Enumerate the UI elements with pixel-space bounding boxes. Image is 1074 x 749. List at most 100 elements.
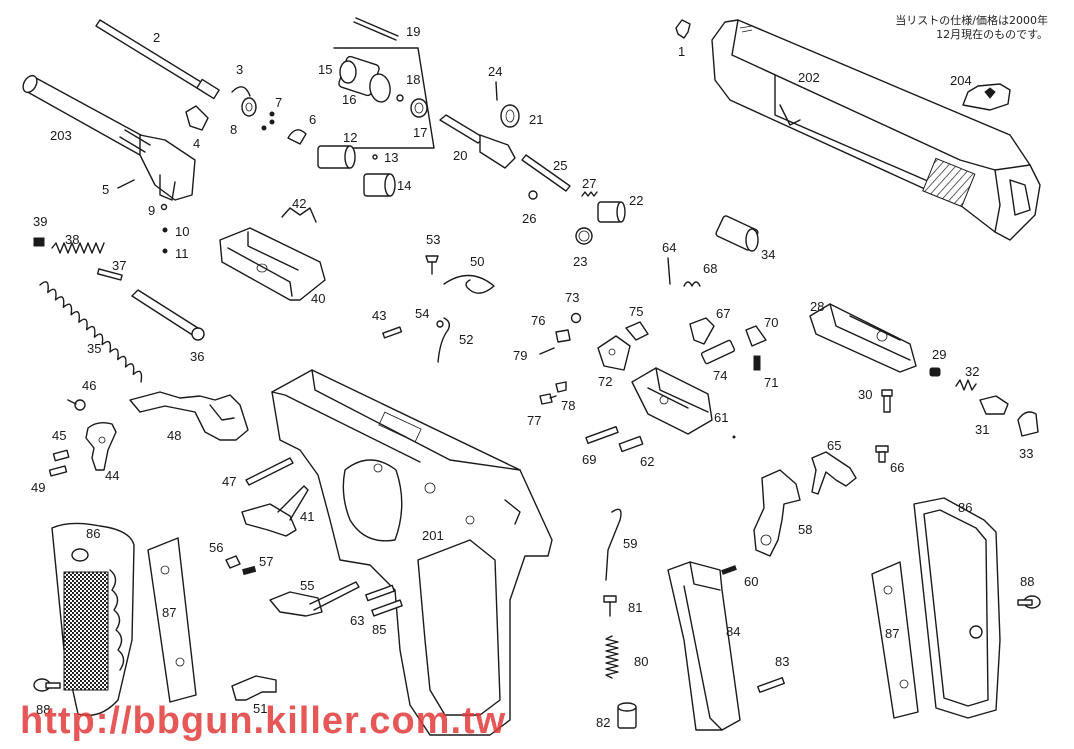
part-23-ring: 23 [573, 227, 593, 269]
label-22: 22 [629, 193, 643, 208]
part-2-guide-rod: 2 [95, 19, 220, 100]
part-87-grip-panel-left: 87 [147, 537, 197, 703]
label-1: 1 [678, 44, 685, 59]
part-46-nut: 46 [67, 378, 96, 411]
parts-9-10-11: 9 10 11 [148, 203, 189, 261]
part-33-cup: 33 [1017, 411, 1039, 461]
label-4: 4 [193, 136, 200, 151]
part-201-frame: 201 [271, 369, 553, 736]
part-74-plunger: 74 [700, 339, 736, 383]
part-66-screw: 66 [875, 445, 904, 475]
part-34-sleeve: 34 [715, 215, 775, 262]
part-81-valve: 81 [603, 595, 642, 617]
part-69-pin: 69 [582, 426, 619, 467]
part-14-cylinder: 14 [363, 173, 411, 197]
part-80-spring: 80 [605, 635, 648, 679]
label-87a: 87 [162, 605, 176, 620]
label-18: 18 [406, 72, 420, 87]
part-57-pin: 57 [242, 554, 273, 576]
part-41-lever: 41 [241, 485, 314, 537]
part-86-grip-left: 86 [51, 522, 135, 717]
label-28: 28 [810, 299, 824, 314]
label-21: 21 [529, 112, 543, 127]
label-86b: 86 [958, 500, 972, 515]
label-42: 42 [292, 196, 306, 211]
part-13-ball: 13 [372, 150, 398, 165]
label-40: 40 [311, 291, 325, 306]
label-88a: 88 [36, 702, 50, 717]
label-202: 202 [798, 70, 820, 85]
label-66: 66 [890, 460, 904, 475]
part-86-grip-right: 86 [913, 497, 1001, 719]
label-47: 47 [222, 474, 236, 489]
part-60-pin: 60 [721, 565, 758, 589]
label-35: 35 [87, 341, 101, 356]
part-84-magazine: 84 [667, 561, 741, 731]
label-17: 17 [413, 125, 427, 140]
label-204: 204 [950, 73, 972, 88]
note-line-2: 12月現在のものです。 [936, 28, 1048, 41]
part-3-clip: 3 [231, 62, 251, 97]
part-38-spring: 38 [51, 232, 105, 254]
label-14: 14 [397, 178, 411, 193]
label-86a: 86 [86, 526, 100, 541]
label-30: 30 [858, 387, 872, 402]
label-6: 6 [309, 112, 316, 127]
label-26: 26 [522, 211, 536, 226]
label-37: 37 [112, 258, 126, 273]
label-61: 61 [714, 410, 728, 425]
part-42-spring: 42 [281, 196, 317, 223]
part-87-grip-panel-right: 87 [871, 561, 919, 719]
label-3: 3 [236, 62, 243, 77]
label-82: 82 [596, 715, 610, 730]
label-52: 52 [459, 332, 473, 347]
label-43: 43 [372, 308, 386, 323]
part-63-pin: 63 [350, 584, 395, 628]
label-41: 41 [300, 509, 314, 524]
spec-date-note: 当リストの仕様/価格は2000年 12月現在のものです。 [895, 14, 1048, 42]
label-58: 58 [798, 522, 812, 537]
part-56-part: 56 [209, 540, 241, 569]
label-69: 69 [582, 452, 596, 467]
part-22-cylinder: 22 [597, 193, 643, 223]
part-21-ring: 21 [500, 104, 543, 128]
part-61-housing: 61 [631, 367, 728, 435]
label-7: 7 [275, 95, 282, 110]
label-8: 8 [230, 122, 237, 137]
label-27: 27 [582, 176, 596, 191]
label-78: 78 [561, 398, 575, 413]
label-44: 44 [105, 468, 119, 483]
part-37-pin: 37 [96, 258, 126, 281]
part-68-spring: 68 [683, 261, 717, 287]
label-60: 60 [744, 574, 758, 589]
watermark-url: http://bbgun.killer.com.tw [20, 700, 507, 742]
note-line-1: 当リストの仕様/価格は2000年 [895, 14, 1048, 27]
label-53: 53 [426, 232, 440, 247]
label-201: 201 [422, 528, 444, 543]
part-40-housing: 40 [219, 227, 326, 306]
part-19-pins: 19 [353, 17, 420, 41]
part-45-pin: 45 [52, 428, 70, 462]
label-24: 24 [488, 64, 502, 79]
label-25: 25 [553, 158, 567, 173]
part-54-washer: 54 [415, 306, 444, 328]
part-25-rod: 25 [521, 154, 571, 192]
part-43-pin: 43 [372, 308, 403, 339]
part-203-barrel: 203 [22, 74, 196, 201]
label-33: 33 [1019, 446, 1033, 461]
label-54: 54 [415, 306, 429, 321]
label-203: 203 [50, 128, 72, 143]
part-72-sear: 72 [597, 335, 631, 389]
part-70-part: 70 [745, 315, 778, 347]
label-36: 36 [190, 349, 204, 364]
part-64-pin: 64 [662, 240, 676, 285]
part-67-part: 67 [689, 306, 730, 345]
part-48-trigger-bar: 48 [129, 391, 249, 443]
part-31-piston: 31 [975, 395, 1009, 437]
label-59: 59 [623, 536, 637, 551]
label-84: 84 [726, 624, 740, 639]
part-6-clip: 6 [287, 112, 316, 145]
label-64: 64 [662, 240, 676, 255]
part-71-spring: 71 [753, 355, 778, 390]
